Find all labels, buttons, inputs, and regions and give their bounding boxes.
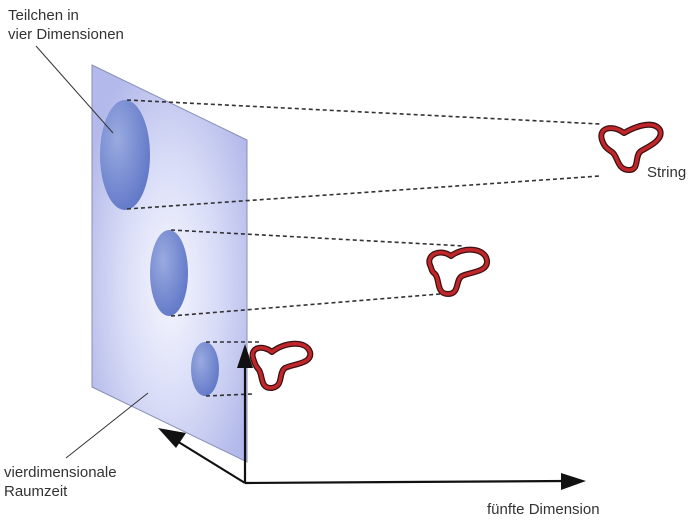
string-medium [426,246,490,297]
projection-lines [126,99,601,397]
particles-label-line2: vier Dimensionen [8,26,124,43]
spacetime-label-line1: vierdimensionale [4,464,117,481]
string-large [598,121,664,173]
depth-axis [171,437,246,484]
spacetime-label-line2: Raumzeit [4,483,68,500]
leader-lines [35,45,149,459]
small-particle [191,342,219,396]
string-label: String [647,164,686,181]
depth-arrowhead [158,428,186,448]
vertical-arrowhead [237,344,253,368]
fifth-dimension-label: fünfte Dimension [487,501,600,518]
axes [158,344,586,490]
large-particle [100,100,150,210]
fifth-dimension-axis [244,479,567,485]
string-small [249,340,314,391]
medium-particle [150,230,188,316]
fifth-dimension-arrowhead [561,473,586,490]
particles-label-line1: Teilchen in [8,7,79,24]
